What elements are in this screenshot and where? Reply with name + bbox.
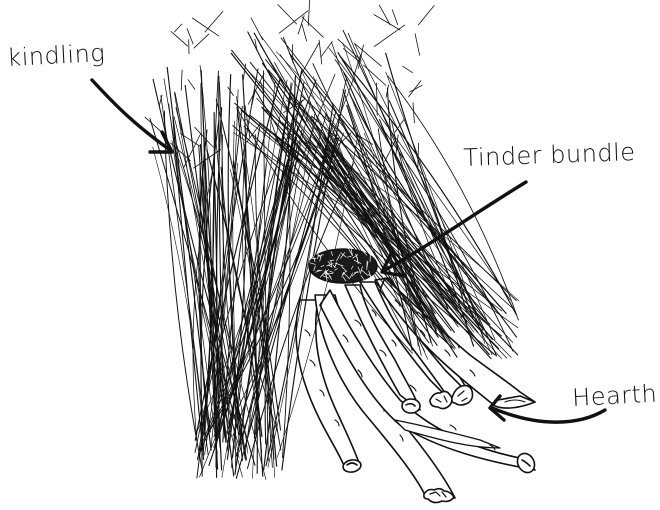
kindling-twig	[418, 143, 419, 169]
log-end	[452, 386, 473, 405]
kindling-twig	[413, 103, 414, 123]
kindling-twig	[403, 66, 413, 72]
curved-arrow-icon	[92, 80, 170, 150]
kindling-twig	[278, 5, 297, 24]
kindling-twig	[292, 45, 293, 63]
kindling-twig	[321, 41, 333, 57]
log-end	[430, 391, 452, 408]
kindling-label: kindling	[7, 39, 106, 72]
kindling-twig	[415, 34, 420, 56]
kindling-twig	[409, 81, 421, 97]
kindling-twig	[302, 17, 323, 37]
kindling-twig	[418, 6, 434, 25]
kindling-twig	[374, 15, 400, 31]
log-end	[402, 399, 420, 413]
kindling-twig	[181, 70, 182, 90]
kindling-twig	[302, 24, 307, 41]
hearth-label: Hearth	[572, 380, 658, 412]
kindling-twig	[175, 24, 182, 32]
kindling-twig	[301, 43, 319, 75]
kindling-twig	[374, 25, 404, 46]
kindling-twig	[153, 147, 204, 437]
kindling-twig	[392, 10, 397, 25]
kindling-twig	[194, 34, 209, 48]
kindling-twig	[338, 133, 351, 145]
kindling-twig	[308, 0, 310, 26]
kindling-twig	[171, 32, 187, 46]
tinder-bundle-label: Tinder bundle	[463, 138, 636, 172]
kindling-twig	[188, 80, 195, 90]
kindling-twig	[410, 85, 423, 92]
kindling-arrow	[92, 80, 172, 152]
kindling-twig	[319, 40, 322, 64]
tinder-bundle	[309, 248, 377, 283]
kindling-twig	[187, 29, 193, 44]
kindling-twig	[205, 11, 223, 32]
kindling-twig	[379, 5, 390, 25]
kindling-twig	[251, 18, 263, 40]
